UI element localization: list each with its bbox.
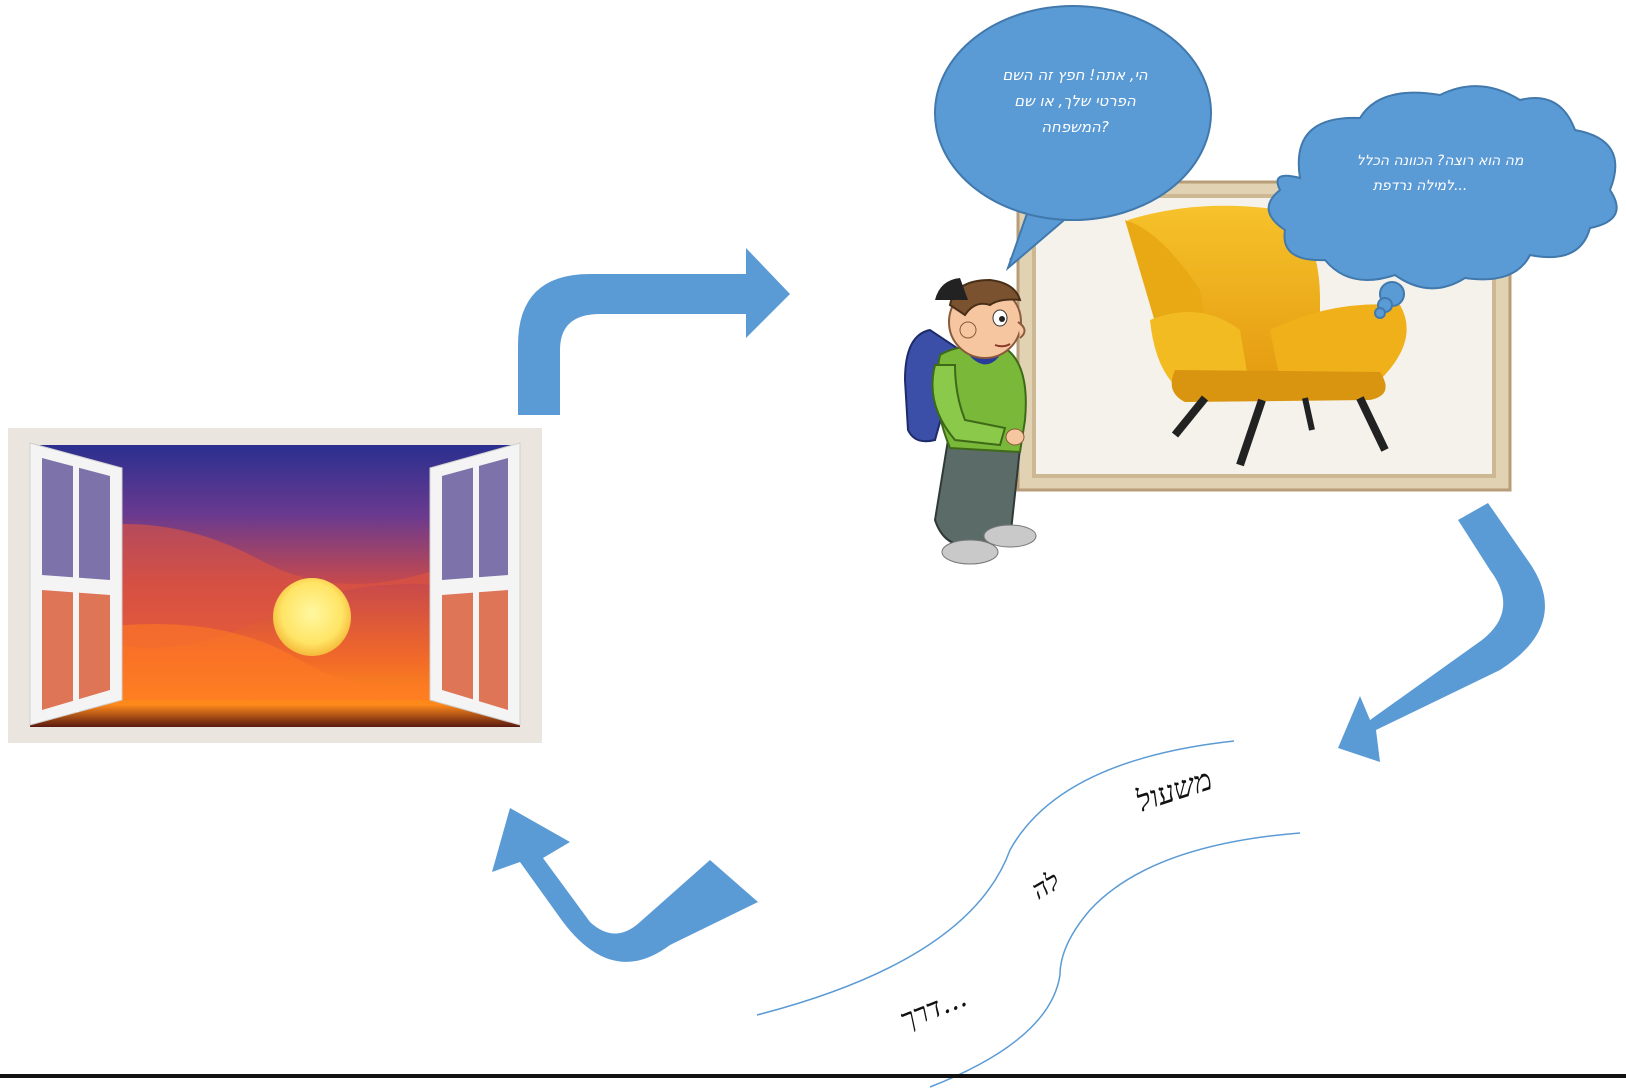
road-word-2: לה — [1027, 866, 1066, 906]
bottom-divider-line — [0, 1074, 1626, 1078]
window-sunset-picture — [8, 428, 542, 743]
arrow-road-to-window — [492, 808, 758, 962]
right-window-shutter — [430, 443, 520, 725]
thought-dot-small — [1375, 308, 1385, 318]
sun-icon — [273, 578, 351, 656]
speech-bubble-line-1: הי, אתה! חפץ זה השם — [1002, 66, 1148, 84]
road-word-1: משעול — [1132, 762, 1217, 819]
speech-bubble-line-2: הפרטי שלך, או שם — [1014, 92, 1136, 110]
boy-with-backpack — [905, 278, 1036, 564]
road-drawing: משעול לה דרך... — [757, 741, 1300, 1087]
road-edge-right — [930, 833, 1300, 1087]
left-window-shutter — [30, 443, 122, 725]
speech-bubble-line-3: המשפחה? — [1041, 118, 1109, 136]
arrow-window-to-chair — [518, 248, 790, 415]
road-word-3: דרך... — [895, 980, 971, 1036]
arrow-chair-to-road — [1338, 503, 1545, 762]
thought-bubble-line-1: מה הוא רוצה? הכוונה הכלל — [1357, 153, 1524, 169]
thought-bubble-line-2: למילה נרדפת... — [1373, 178, 1468, 194]
